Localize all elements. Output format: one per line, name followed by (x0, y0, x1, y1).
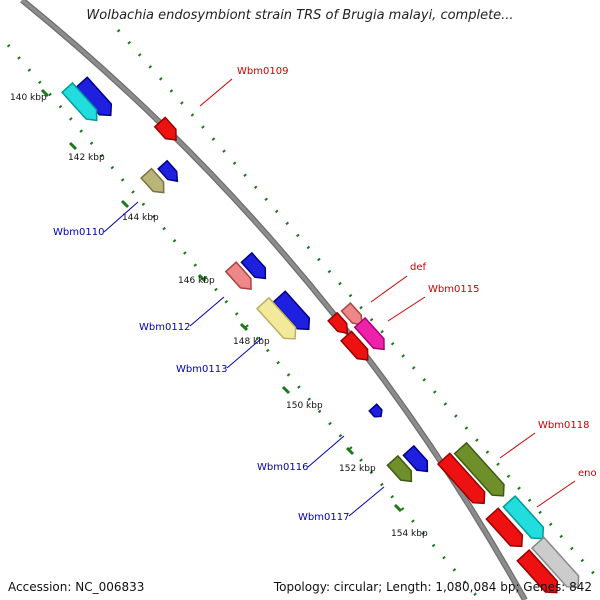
gene-wbm0109[interactable] (153, 116, 181, 144)
map-title: Wolbachia endosymbiont strain TRS of Bru… (86, 8, 514, 23)
gene-blue-144-shape (157, 159, 179, 183)
gene-red-157-shape (516, 549, 559, 594)
gene-cyan-155[interactable] (502, 495, 548, 544)
gene-wbm0118[interactable] (453, 441, 510, 501)
gene-label-wbm0116: Wbm0116 (257, 462, 308, 473)
tick-mark-3 (120, 199, 130, 209)
gene-blue-144[interactable] (157, 159, 182, 185)
gene-cyan-140[interactable] (61, 81, 102, 125)
tick-guide-1 (6, 44, 482, 600)
gene-wbm0110[interactable] (140, 167, 169, 198)
gene-blue-146[interactable] (240, 251, 270, 283)
gene-cyan-140-shape (61, 81, 98, 122)
gene-wbm0109-shape (153, 116, 177, 141)
gene-wbm0113-shape (255, 296, 297, 340)
tick-mark-5 (239, 322, 249, 332)
gene-red-147-shape (327, 311, 349, 335)
callout-line-wbm0116 (307, 435, 345, 468)
callout-line-def (370, 275, 408, 303)
topology-summary: Topology: circular; Length: 1,080,084 bp… (273, 580, 592, 594)
gene-blue-140-shape (74, 76, 113, 117)
tick-label: 144 kbp (122, 213, 159, 223)
tick-guide-2 (116, 29, 597, 576)
callout-line-eno (536, 480, 576, 508)
gene-label-wbm0110: Wbm0110 (53, 227, 104, 238)
callout-line-wbm0118 (499, 432, 536, 459)
callout-line-wbm0110 (103, 201, 139, 233)
callout-line-wbm0112 (189, 296, 225, 327)
gene-label-wbm0115: Wbm0115 (428, 284, 479, 295)
tick-mark-2 (68, 141, 78, 151)
gene-red-147[interactable] (327, 311, 352, 337)
gene-wbm0112-shape (224, 261, 252, 290)
gene-red-157[interactable] (516, 549, 562, 598)
callout-line-wbm0115 (387, 296, 426, 322)
gene-eno-shape (485, 507, 524, 548)
gene-wbm0117[interactable] (386, 454, 416, 486)
gene-label-eno: eno (578, 468, 597, 479)
gene-grey-157[interactable] (530, 536, 584, 592)
gene-blue-148[interactable] (272, 290, 314, 334)
gene-red-153-shape (436, 452, 486, 505)
gene-label-wbm0118: Wbm0118 (538, 420, 589, 431)
tick-mark-1 (40, 88, 50, 98)
gene-label-wbm0109: Wbm0109 (237, 66, 288, 77)
callout-line-wbm0109 (199, 78, 233, 107)
gene-wbm0115-shape (353, 316, 385, 351)
tick-mark-7 (345, 446, 355, 456)
tick-label: 142 kbp (68, 153, 105, 163)
gene-wbm0116[interactable] (368, 403, 384, 420)
callout-line-wbm0117 (348, 486, 385, 517)
gene-label-wbm0117: Wbm0117 (298, 512, 349, 523)
gene-wbm0110-shape (140, 167, 165, 194)
tick-label: 140 kbp (10, 93, 47, 103)
gene-grey-157-shape (530, 536, 580, 589)
gene-wbm0116-shape (368, 403, 383, 418)
gene-def-shape (340, 302, 363, 326)
gene-label-def: def (410, 262, 427, 273)
gene-red-149-shape (340, 330, 369, 361)
tick-mark-8 (393, 503, 403, 513)
gene-red-153[interactable] (436, 452, 490, 508)
backbone-arc (20, 0, 527, 600)
tick-mark-6 (281, 385, 291, 395)
gene-blue-152-shape (402, 444, 429, 473)
tick-label: 154 kbp (391, 529, 428, 539)
gene-blue-152[interactable] (402, 444, 432, 476)
gene-blue-146-shape (240, 251, 267, 280)
gene-wbm0115[interactable] (353, 316, 389, 354)
gene-blue-148-shape (272, 290, 311, 331)
gene-eno[interactable] (485, 507, 527, 551)
tick-label: 146 kbp (178, 276, 215, 286)
gene-wbm0113[interactable] (255, 296, 301, 344)
tick-label: 148 kbp (233, 337, 270, 347)
gene-label-wbm0113: Wbm0113 (176, 364, 227, 375)
gene-wbm0118-shape (453, 441, 505, 497)
gene-wbm0112[interactable] (224, 261, 256, 294)
gene-cyan-155-shape (502, 495, 545, 540)
gene-label-wbm0112: Wbm0112 (139, 322, 190, 333)
gene-wbm0117-shape (386, 454, 413, 483)
tick-mark-4 (197, 273, 207, 283)
accession-text: Accession: NC_006833 (8, 580, 145, 594)
gene-blue-140[interactable] (74, 76, 116, 120)
gene-def[interactable] (340, 302, 367, 329)
gene-red-149[interactable] (340, 330, 373, 364)
tick-label: 150 kbp (286, 401, 323, 411)
tick-label: 152 kbp (339, 464, 376, 474)
callout-line-wbm0113 (226, 337, 263, 369)
